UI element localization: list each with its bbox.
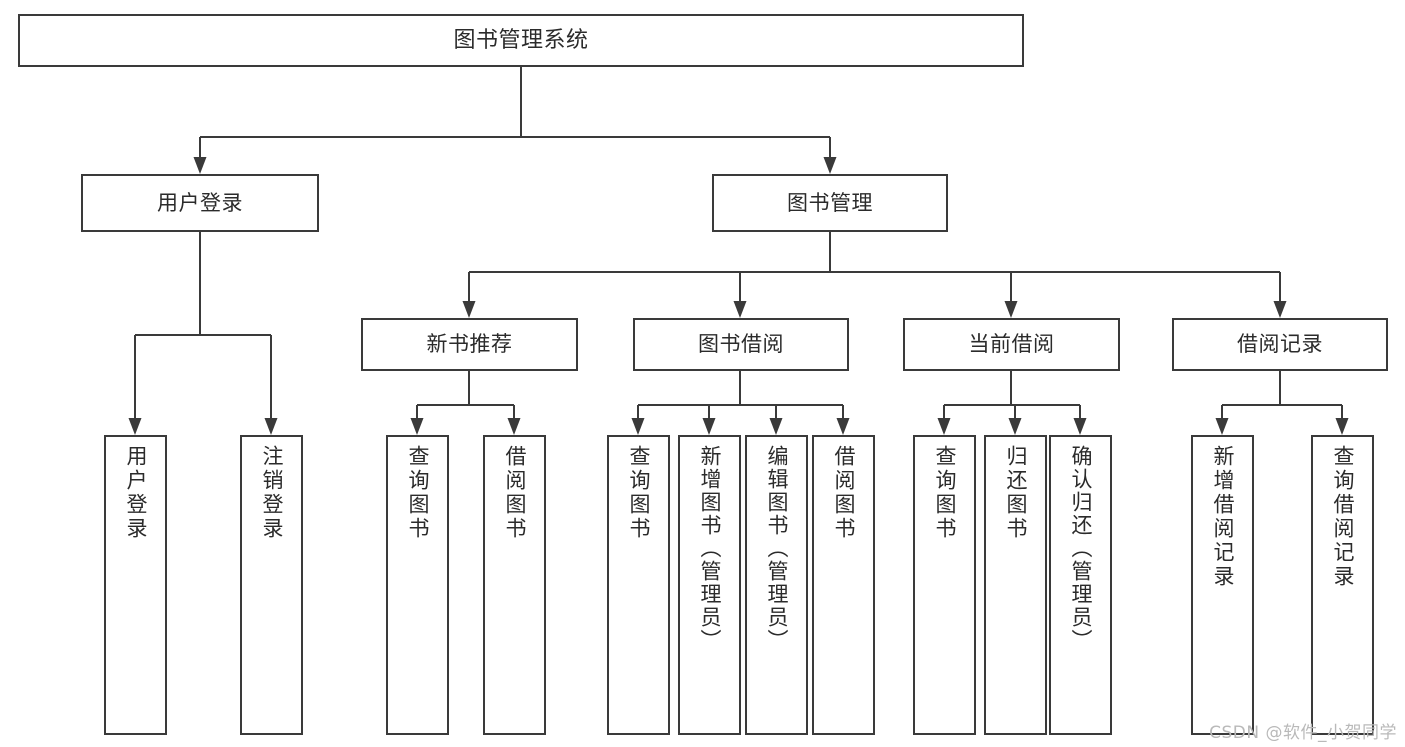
- node-leaf-query-book-1[interactable]: 查询图书: [386, 435, 449, 735]
- node-label: 借阅图书: [832, 445, 856, 541]
- node-leaf-edit-book-admin[interactable]: 编辑图书（管理员）: [745, 435, 808, 735]
- node-label: 确认归还（管理员）: [1069, 445, 1093, 652]
- node-label: 归还图书: [1004, 445, 1028, 541]
- node-leaf-query-book-3[interactable]: 查询图书: [913, 435, 976, 735]
- node-leaf-return-book[interactable]: 归还图书: [984, 435, 1047, 735]
- node-book-manage[interactable]: 图书管理: [712, 174, 948, 232]
- node-label: 查询图书: [406, 445, 430, 541]
- node-label: 新增借阅记录: [1211, 445, 1235, 589]
- node-label: 查询图书: [933, 445, 957, 541]
- node-label: 借阅图书: [503, 445, 527, 541]
- node-leaf-query-borrow-record[interactable]: 查询借阅记录: [1311, 435, 1374, 735]
- node-label: 用户登录: [157, 190, 243, 215]
- node-label: 图书借阅: [698, 332, 784, 357]
- csdn-watermark: CSDN @软件_小贺同学: [1209, 723, 1397, 743]
- node-leaf-query-book-2[interactable]: 查询图书: [607, 435, 670, 735]
- node-user-login[interactable]: 用户登录: [81, 174, 319, 232]
- node-book-borrow[interactable]: 图书借阅: [633, 318, 849, 371]
- node-label: 新书推荐: [426, 332, 513, 357]
- node-leaf-borrow-book-1[interactable]: 借阅图书: [483, 435, 546, 735]
- node-label: 当前借阅: [968, 332, 1055, 357]
- node-label: 图书管理系统: [453, 27, 589, 53]
- node-label: 图书管理: [787, 190, 873, 215]
- node-label: 编辑图书（管理员）: [765, 445, 789, 652]
- node-label: 查询图书: [627, 445, 651, 541]
- node-borrow-record[interactable]: 借阅记录: [1172, 318, 1388, 371]
- node-leaf-confirm-return-admin[interactable]: 确认归还（管理员）: [1049, 435, 1112, 735]
- node-root-system[interactable]: 图书管理系统: [18, 14, 1024, 67]
- node-leaf-borrow-book-2[interactable]: 借阅图书: [812, 435, 875, 735]
- node-leaf-user-login[interactable]: 用户登录: [104, 435, 167, 735]
- node-leaf-add-book-admin[interactable]: 新增图书（管理员）: [678, 435, 741, 735]
- node-new-book-recommend[interactable]: 新书推荐: [361, 318, 578, 371]
- node-label: 查询借阅记录: [1331, 445, 1355, 589]
- node-label: 注销登录: [260, 445, 284, 541]
- node-label: 新增图书（管理员）: [698, 445, 722, 652]
- node-leaf-logout[interactable]: 注销登录: [240, 435, 303, 735]
- node-current-borrow[interactable]: 当前借阅: [903, 318, 1120, 371]
- node-label: 借阅记录: [1237, 332, 1323, 357]
- node-leaf-add-borrow-record[interactable]: 新增借阅记录: [1191, 435, 1254, 735]
- node-label: 用户登录: [124, 445, 148, 541]
